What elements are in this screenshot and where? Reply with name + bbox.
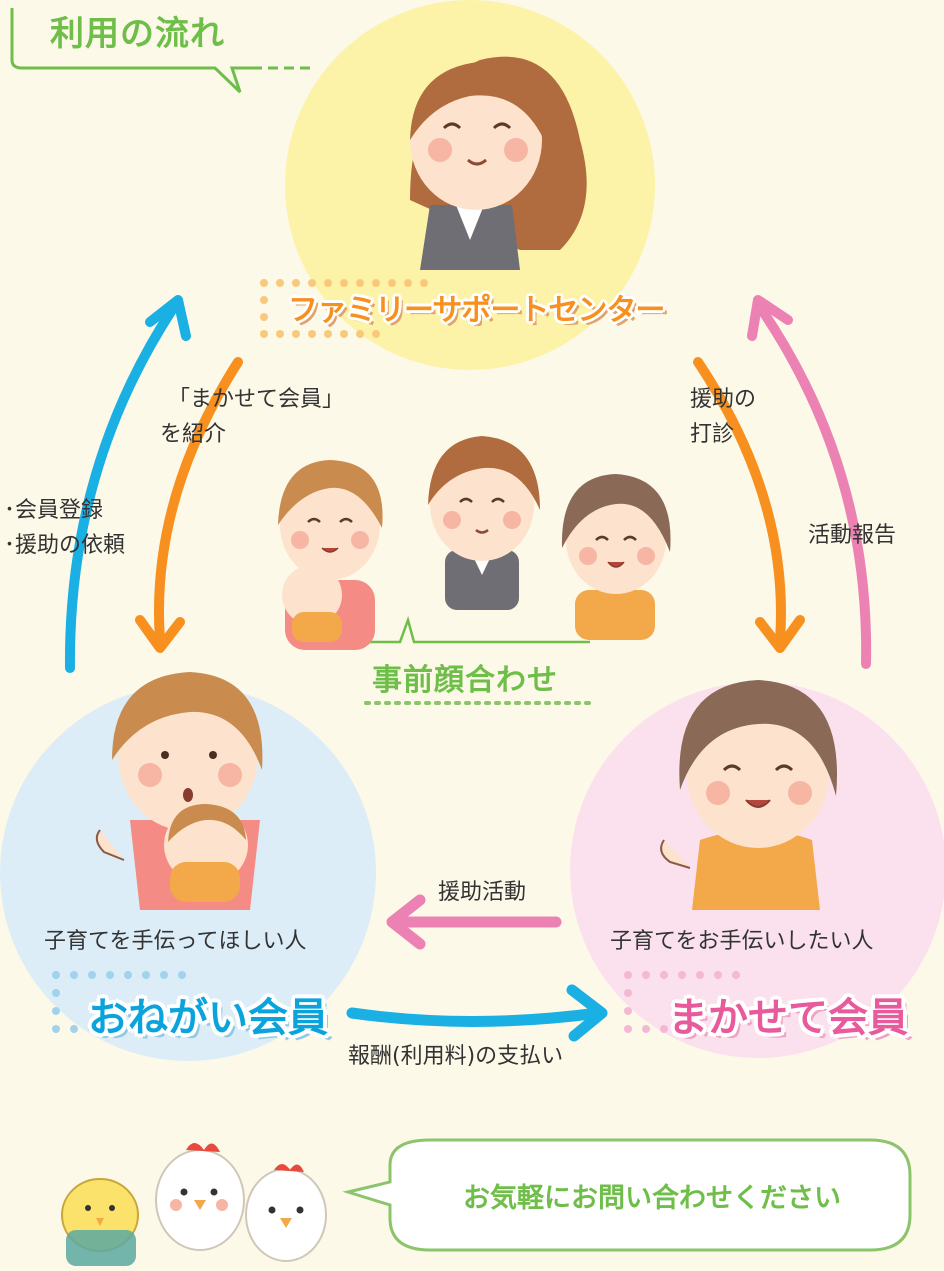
sound-label-line1: 援助の [690, 387, 757, 412]
arrow-payment [346, 1007, 604, 1027]
intro-label-line2: を紹介 [160, 422, 227, 447]
sound-label-line2: 打診 [690, 422, 735, 447]
meeting-illustration [278, 436, 671, 650]
center-name: ファミリーサポートセンター [288, 293, 665, 328]
contact-message: お気軽にお問い合わせください [463, 1183, 841, 1214]
payment-label: 報酬(利用料)の支払い [348, 1044, 564, 1069]
chicks-illustration [61, 1143, 327, 1266]
arrow-register [64, 305, 177, 673]
title-callout [10, 8, 262, 94]
register-label-line2: ･援助の依頼 [4, 533, 126, 558]
right-label-dots [624, 971, 740, 1033]
staff-illustration [410, 56, 587, 270]
right-member-desc: 子育てをお手伝いしたい人 [610, 929, 874, 954]
meeting-label: 事前顔合わせ [372, 663, 558, 698]
right-member-name: まかせて会員 [668, 995, 908, 1041]
arrow-report [757, 305, 872, 669]
report-label: 活動報告 [808, 523, 897, 548]
left-member-name: おねがい会員 [88, 995, 328, 1041]
center-label-dots [260, 279, 428, 338]
register-label-line1: ･会員登録 [4, 498, 104, 523]
support-activity-label: 援助活動 [438, 880, 527, 905]
meeting-callout [368, 615, 590, 644]
speech-bubble [342, 1138, 912, 1252]
right-member-illustration [660, 680, 838, 910]
intro-label-line1: 「まかせて会員」 [168, 387, 345, 412]
page-title: 利用の流れ [50, 14, 225, 54]
left-member-illustration [95, 672, 263, 910]
left-member-desc: 子育てを手伝ってほしい人 [44, 929, 307, 954]
arrow-sound [693, 357, 786, 645]
arrow-intro [153, 357, 243, 645]
left-label-dots [52, 971, 186, 1033]
